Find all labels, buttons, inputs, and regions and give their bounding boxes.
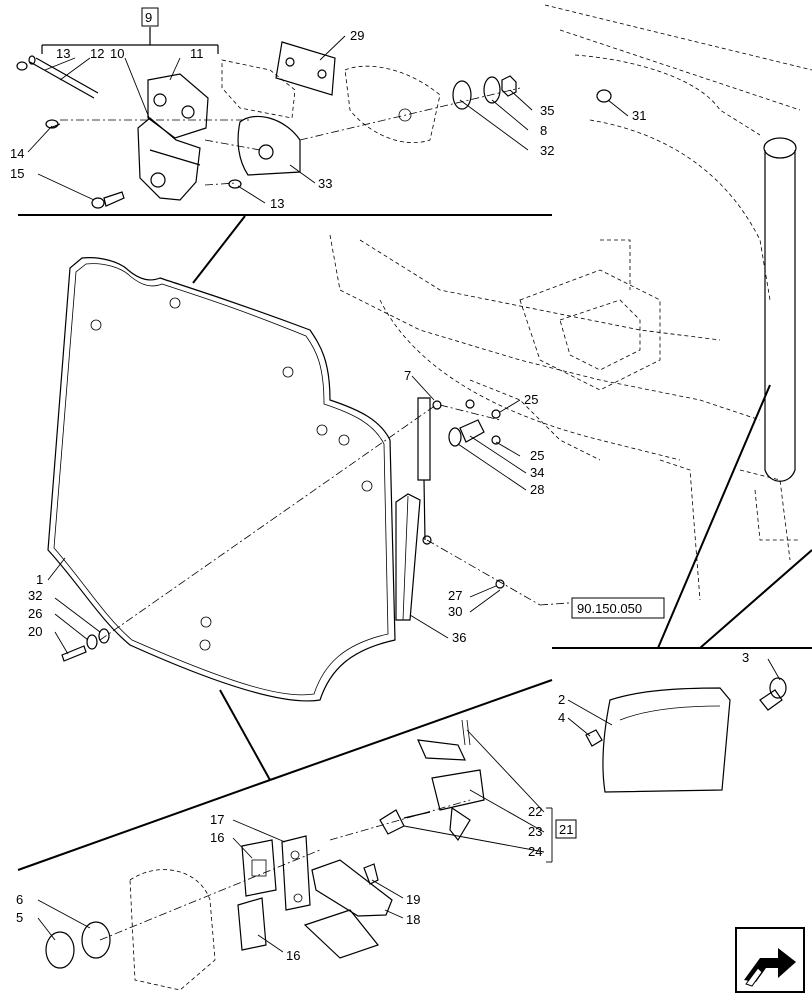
hinge-group [16, 27, 521, 209]
reference-box [571, 597, 665, 619]
callout-9: 9 [145, 10, 152, 25]
callout-10: 10 [110, 46, 124, 61]
callout-12: 12 [90, 46, 104, 61]
washer-lower [81, 921, 111, 959]
callout-32b: 32 [28, 588, 42, 603]
rubber-washer [86, 634, 98, 650]
tractor-frame [329, 4, 812, 601]
mounting-bracket [275, 41, 336, 96]
callout-24: 24 [528, 844, 542, 859]
cap [596, 89, 612, 103]
door-glass-panel [47, 257, 396, 702]
callout-16b: 16 [286, 948, 300, 963]
group-box-21 [555, 819, 577, 839]
spacer [483, 76, 501, 104]
callout-1: 1 [36, 572, 43, 587]
callout-28: 28 [530, 482, 544, 497]
callout-25b: 25 [530, 448, 544, 463]
hinge-pin [28, 55, 99, 99]
callout-29: 29 [350, 28, 364, 43]
callout-20: 20 [28, 624, 42, 639]
callout-17: 17 [210, 812, 224, 827]
bolt [91, 191, 125, 209]
callout-30: 30 [448, 604, 462, 619]
handle-group [379, 719, 485, 842]
callout-23: 23 [528, 824, 542, 839]
callout-26: 26 [28, 606, 42, 621]
callout-5: 5 [16, 910, 23, 925]
callout-15: 15 [10, 166, 24, 181]
fender-part [585, 677, 787, 793]
callout-labels: 9 13 12 10 11 14 15 13 29 33 35 8 32 31 … [10, 7, 749, 963]
group-box-9 [141, 7, 159, 27]
gas-strut [417, 397, 442, 545]
callout-8: 8 [540, 123, 547, 138]
callout-11: 11 [190, 46, 204, 61]
bushing [45, 931, 75, 969]
callout-21: 21 [559, 822, 573, 837]
callout-31: 31 [632, 108, 646, 123]
callout-13: 13 [56, 46, 70, 61]
callout-33: 33 [318, 176, 332, 191]
callout-3: 3 [742, 650, 749, 665]
callout-6: 6 [16, 892, 23, 907]
callout-34: 34 [530, 465, 544, 480]
callout-4: 4 [558, 710, 565, 725]
callout-16: 16 [210, 830, 224, 845]
callout-19: 19 [406, 892, 420, 907]
callout-32: 32 [540, 143, 554, 158]
callout-2: 2 [558, 692, 565, 707]
callout-14: 14 [10, 146, 24, 161]
washer-left [98, 628, 110, 644]
callout-27: 27 [448, 588, 462, 603]
reference-label: 90.150.050 [577, 601, 642, 616]
callout-36: 36 [452, 630, 466, 645]
callout-25: 25 [524, 392, 538, 407]
screw [45, 119, 61, 129]
callout-7: 7 [404, 368, 411, 383]
lower-hinge-group [45, 799, 471, 991]
callout-18: 18 [406, 912, 420, 927]
arrow-next-icon[interactable] [735, 927, 805, 993]
callout-35: 35 [540, 103, 554, 118]
door-seal [395, 493, 421, 621]
callout-13b: 13 [270, 196, 284, 211]
callout-22: 22 [528, 804, 542, 819]
hinge-body [137, 73, 209, 201]
nut [501, 75, 517, 97]
strut-fixings [448, 399, 505, 589]
circlip [16, 61, 28, 71]
screw-left [61, 645, 87, 662]
washer [452, 80, 472, 110]
circlip-lower [228, 179, 242, 189]
hinge-cover [237, 115, 301, 176]
leader-lines [27, 35, 781, 953]
